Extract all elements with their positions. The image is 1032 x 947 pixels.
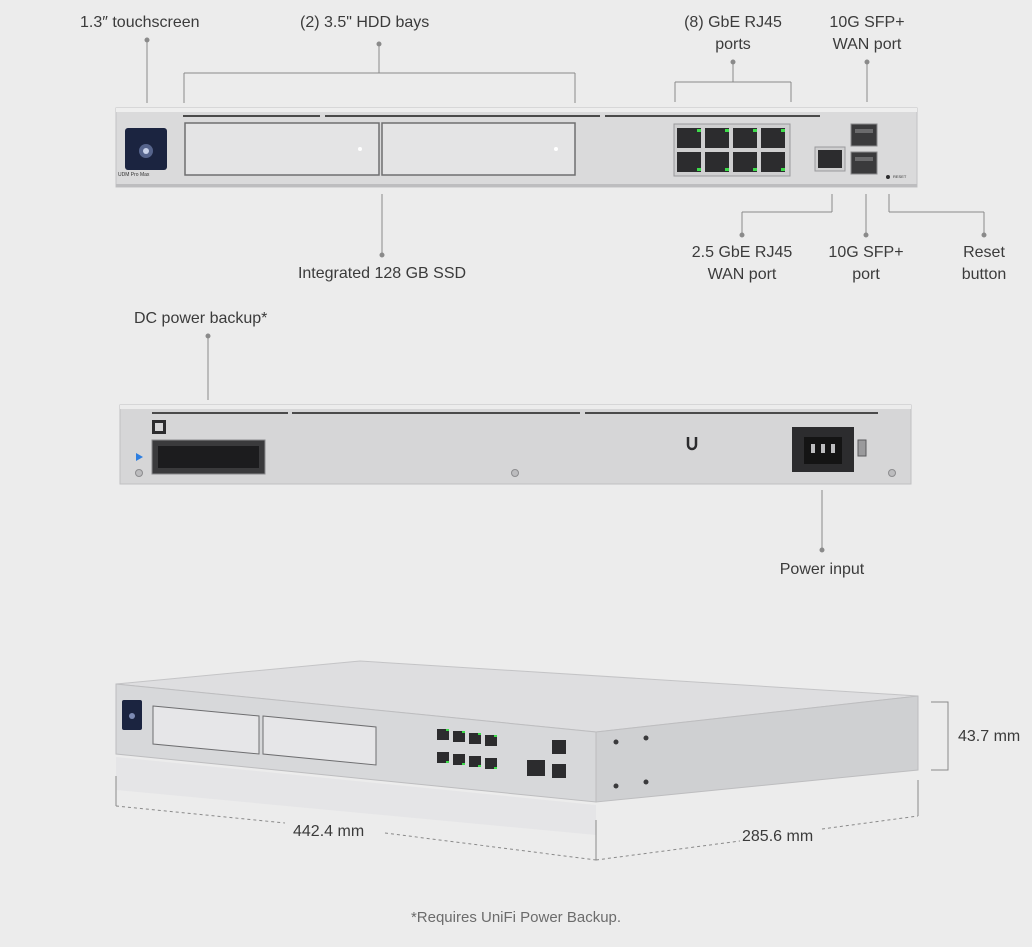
depth-dimension: 285.6 mm <box>742 828 814 845</box>
reset-label: Reset button <box>952 242 1016 286</box>
hdd-bay-1 <box>184 122 380 176</box>
ubiquiti-logo-icon <box>686 437 698 451</box>
reset-printed-label: RESET <box>893 174 907 179</box>
arrow-icon <box>136 453 143 461</box>
front-view <box>115 107 918 188</box>
screen-model-label: UDM Pro Max <box>118 172 150 178</box>
gbe-ports <box>673 123 791 177</box>
rear-view <box>119 404 912 485</box>
gbe-ports-label-line1: (8) GbE RJ45 <box>684 14 782 31</box>
sfp-wan-label: 10G SFP+ WAN port <box>818 12 916 56</box>
touchscreen-label: 1.3″ touchscreen <box>80 14 200 31</box>
width-dimension: 442.4 mm <box>293 823 365 840</box>
sfp-port-label-line2: port <box>852 266 880 283</box>
reset-label-line2: button <box>961 266 1007 283</box>
isometric-view <box>115 660 919 835</box>
ssd-label: Integrated 128 GB SSD <box>297 265 467 282</box>
dc-backup-label: DC power backup* <box>134 310 268 327</box>
rj45-wan-label-line1: 2.5 GbE RJ45 <box>691 244 793 261</box>
rj45-wan-label: 2.5 GbE RJ45 WAN port <box>680 242 804 286</box>
power-input-label: Power input <box>779 561 865 578</box>
gbe-ports-label-line2: ports <box>715 36 751 53</box>
sfp-wan-label-line2: WAN port <box>832 36 902 53</box>
footnote: *Requires UniFi Power Backup. <box>410 909 622 926</box>
hdd-bays-label: (2) 3.5" HDD bays <box>300 14 430 31</box>
sfp-port <box>850 151 878 175</box>
dimension-lines <box>115 701 949 861</box>
hdd-bay-2 <box>381 122 576 176</box>
sfp-wan-port <box>850 123 878 147</box>
sfp-wan-label-line1: 10G SFP+ <box>829 14 905 31</box>
sfp-port-label: 10G SFP+ port <box>818 242 914 286</box>
reset-label-line1: Reset <box>963 244 1005 261</box>
height-dimension: 43.7 mm <box>958 728 1021 745</box>
reset-hole-icon <box>886 175 890 179</box>
gbe-ports-label: (8) GbE RJ45 ports <box>672 12 794 56</box>
front-leaders <box>144 37 987 258</box>
rj45-wan-label-line2: WAN port <box>707 266 777 283</box>
rear-leaders <box>205 333 825 553</box>
sfp-port-label-line1: 10G SFP+ <box>828 244 904 261</box>
